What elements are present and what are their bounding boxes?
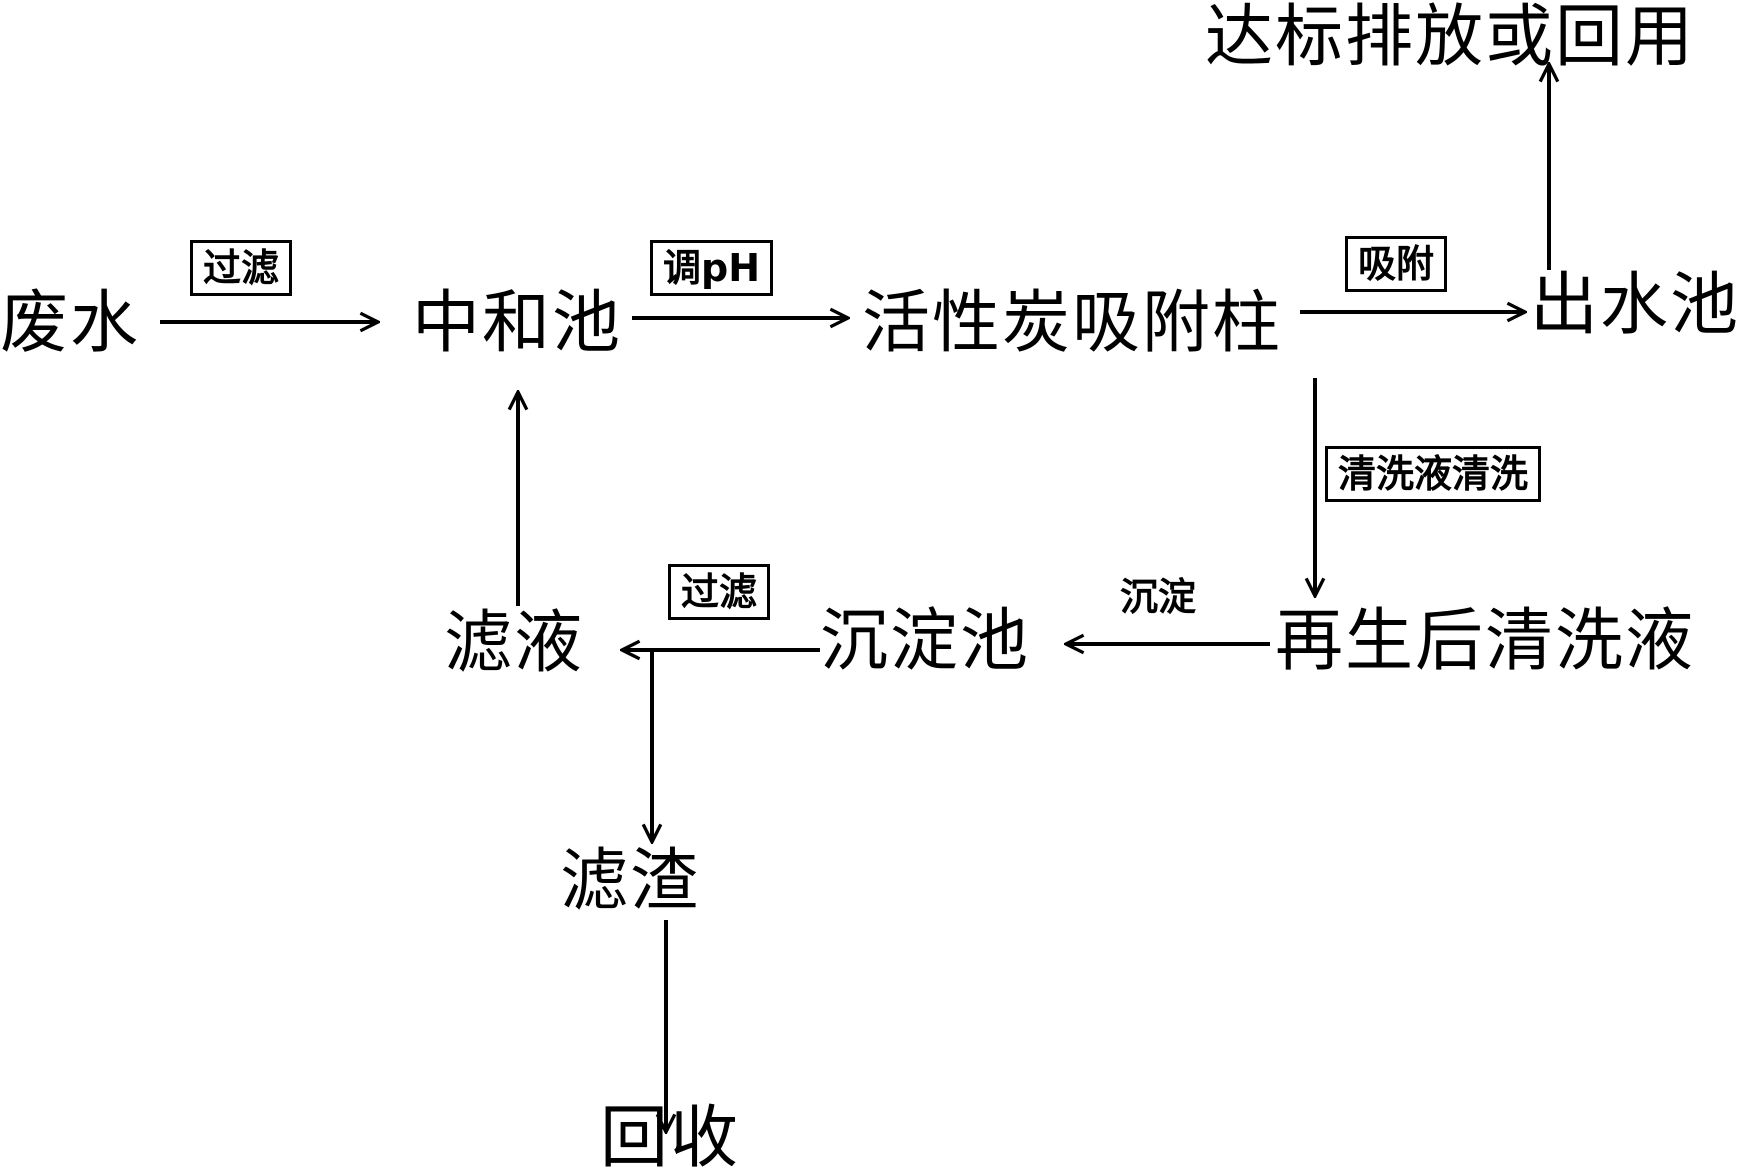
edge-label-filter-2: 过滤 — [668, 564, 771, 620]
edge-label-wash: 清洗液清洗 — [1325, 446, 1542, 502]
node-neutralization-tank: 中和池 — [412, 284, 623, 363]
node-wastewater: 废水 — [0, 284, 141, 363]
node-effluent-tank: 出水池 — [1530, 266, 1741, 345]
node-discharge: 达标排放或回用 — [1205, 0, 1696, 77]
node-filter-residue: 滤渣 — [560, 842, 701, 921]
edge-label-adjust-ph: 调pH — [650, 240, 774, 296]
node-regenerated-wash: 再生后清洗液 — [1275, 602, 1696, 681]
node-filtrate: 滤液 — [444, 604, 585, 683]
node-recovery: 回收 — [600, 1099, 741, 1176]
node-sedimentation-tank: 沉淀池 — [820, 602, 1031, 681]
edge-label-sedimentation: 沉淀 — [1120, 575, 1197, 619]
edge-label-adsorption: 吸附 — [1345, 236, 1448, 292]
edge-label-filter-1: 过滤 — [190, 240, 293, 296]
node-carbon-column: 活性炭吸附柱 — [862, 284, 1283, 363]
